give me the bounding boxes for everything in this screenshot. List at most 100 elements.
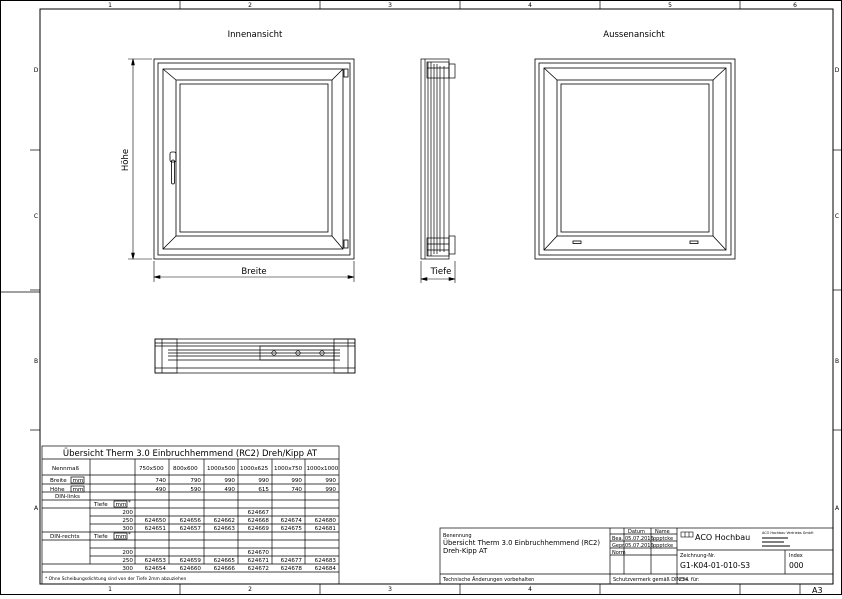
table-size-headers: 750x500 800x600 1000x500 1000x625 1000x7… (139, 466, 339, 472)
table-cell: 624670 (248, 550, 270, 556)
table-cell: 990 (258, 478, 269, 484)
window-handle-icon (169, 151, 177, 185)
rechts-depths: 200 250 300 (122, 550, 133, 572)
company-name: ACO Hochbau (695, 533, 750, 542)
name-label: Name (655, 529, 670, 535)
benennung-line-2: Dreh-Kipp AT (443, 547, 488, 555)
table-cell: 624666 (214, 566, 236, 572)
bea-date: 05.07.2016 (625, 536, 654, 542)
zeichnung-label: Zeichnung-Nr. (680, 553, 716, 559)
table-cell: 624680 (315, 518, 337, 524)
depth-value: 300 (122, 526, 133, 532)
zone-col-top-1: 1 (108, 2, 112, 9)
unit-mm-hoehe: mm (73, 487, 84, 493)
table-cell: 740 (155, 478, 166, 484)
depth-label: Tiefe (430, 267, 452, 277)
zone-row-left-c: C (34, 213, 38, 220)
size-header: 1000x750 (274, 466, 303, 472)
table-cell: 624674 (281, 518, 303, 524)
asterisk-rechts: * (128, 532, 131, 538)
gepr-name: ppptcke (653, 543, 673, 549)
table-cell: 624660 (180, 566, 202, 572)
table-cell: 624663 (214, 526, 236, 532)
table-cell: 624662 (214, 518, 235, 524)
bea-label: Bea. (612, 536, 624, 542)
table-cell: 990 (325, 487, 336, 493)
table-cell: 490 (224, 487, 235, 493)
depth-value: 250 (122, 518, 133, 524)
table-footnote: * Ohne Scheibungsdichtung sind von der T… (45, 576, 186, 582)
index-label: Index (789, 553, 803, 559)
zone-row-left-b: B (34, 358, 38, 365)
size-header: 800x600 (173, 466, 198, 472)
table-cell: 624653 (145, 558, 167, 564)
company-address-lines (762, 537, 790, 547)
zone-col-bottom-3: 3 (388, 586, 392, 593)
table-title: Übersicht Therm 3.0 Einbruchhemmend (RC2… (63, 448, 318, 459)
schutzvermerk: Schutzvermerk gemäß DIN 34 (613, 577, 688, 583)
table-cell: 490 (155, 487, 166, 493)
zone-column-ticks (30, 0, 842, 595)
table-cell: 990 (291, 478, 302, 484)
height-label: Höhe (121, 149, 131, 171)
zeichnung-nr: G1-K04-01-010-S3 (680, 561, 750, 570)
size-header: 750x500 (139, 466, 164, 472)
unit-mm-breite: mm (73, 478, 84, 484)
hoehe-values: 490 590 490 615 740 990 (155, 487, 336, 493)
overview-table (41, 445, 340, 585)
table-cell: 624671 (248, 558, 270, 564)
datum-label: Datum (628, 529, 645, 535)
table-cell: 990 (224, 478, 235, 484)
table-cell: 624659 (180, 558, 202, 564)
zone-col-top-3: 3 (388, 2, 392, 9)
breite-values: 740 790 990 990 990 990 (155, 478, 336, 484)
zone-row-right-b: B (835, 358, 839, 365)
links-depths: 200 250 300 (122, 510, 133, 532)
tiefe-label-rechts: Tiefe (93, 534, 108, 540)
depth-value: 200 (122, 550, 133, 556)
width-label: Breite (241, 267, 266, 277)
depth-value: 250 (122, 558, 133, 564)
table-cell: 624683 (315, 558, 337, 564)
nennmass-label: Nennmaß (52, 466, 80, 472)
outer-view-title: Aussenansicht (603, 30, 665, 40)
sheet-format: A3 (812, 586, 823, 595)
zone-col-top-4: 4 (528, 2, 532, 9)
table-cell: 624657 (180, 526, 202, 532)
outer-view-window (534, 58, 736, 260)
inner-view-window (153, 58, 355, 260)
bea-name: ppptcke (653, 536, 673, 542)
table-cell: 624650 (145, 518, 167, 524)
depth-value: 300 (122, 566, 133, 572)
inner-view-title: Innenansicht (228, 30, 283, 40)
table-cell: 624677 (281, 558, 303, 564)
zone-col-top-5: 5 (668, 2, 672, 9)
zone-col-top-2: 2 (248, 2, 252, 9)
zone-col-top-6: 6 (793, 2, 797, 9)
table-cell: 624678 (281, 566, 303, 572)
asterisk-links: * (128, 500, 131, 506)
table-cell: 624656 (180, 518, 202, 524)
hoehe-label: Höhe (50, 487, 65, 493)
table-cell: 624675 (281, 526, 303, 532)
index-value: 000 (789, 561, 804, 570)
technical-changes-note: Technische Änderungen vorbehalten (442, 576, 534, 583)
rechts-article-numbers: 624670 624653 624659 624665 624671 62467… (145, 550, 337, 572)
din-rechts-label: DIN-rechts (50, 534, 80, 540)
table-cell: 624669 (248, 526, 270, 532)
zone-row-left-a: A (34, 505, 39, 512)
side-section-view (420, 58, 456, 260)
table-cell: 590 (190, 487, 201, 493)
zone-row-right-c: C (835, 213, 839, 220)
depth-dimension (420, 261, 456, 283)
zone-col-bottom-4: 4 (528, 586, 532, 593)
links-article-numbers: 624667 624650 624656 624662 624668 62467… (145, 510, 337, 532)
zone-column-labels-top: 1 2 3 4 5 6 (108, 2, 797, 9)
zone-col-bottom-2: 2 (248, 586, 252, 593)
table-cell: 624681 (315, 526, 337, 532)
breite-label: Breite (50, 478, 67, 484)
table-cell: 990 (325, 478, 336, 484)
zone-column-labels-bottom: 1 2 3 4 (108, 586, 532, 593)
ersatz-label: Ers. für: (680, 577, 700, 583)
tiefe-label-links: Tiefe (93, 502, 108, 508)
